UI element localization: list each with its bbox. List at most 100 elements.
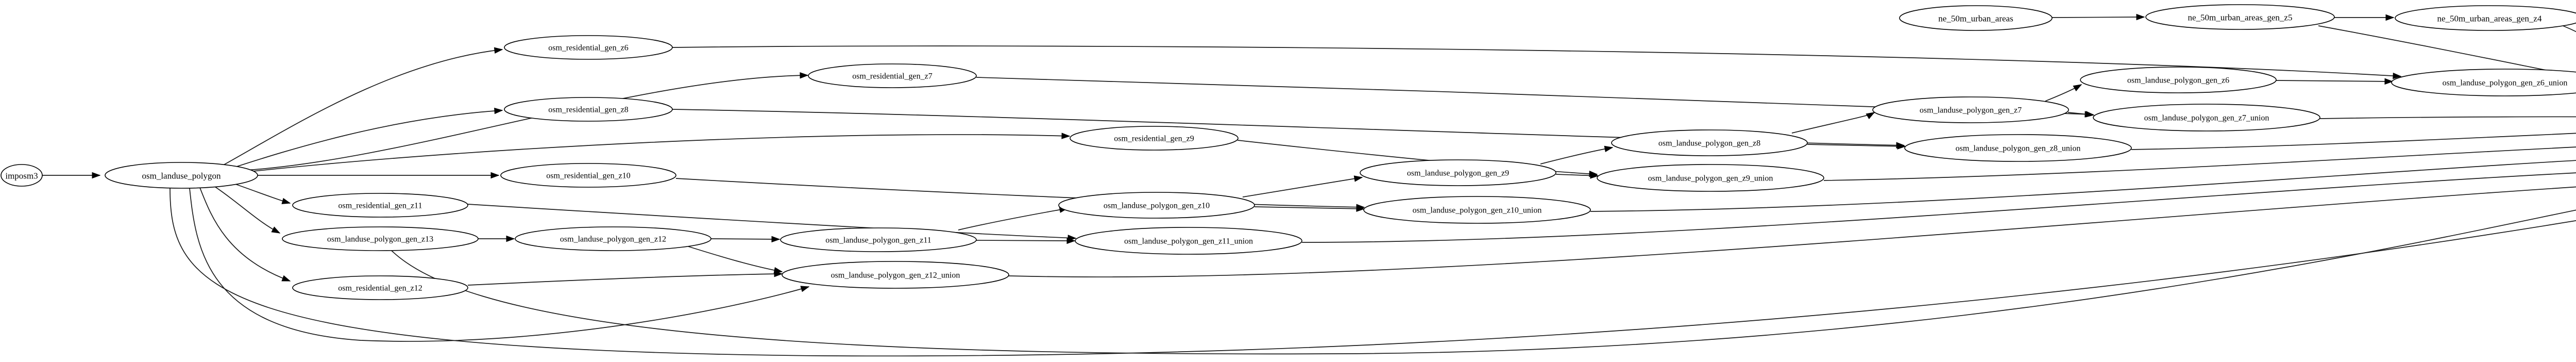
graph-node-osm_landuse_polygon[interactable]: osm_landuse_polygon [105, 162, 258, 189]
graph-node-osm_landuse_polygon_gen_z10[interactable]: osm_landuse_polygon_gen_z10 [1058, 192, 1255, 219]
graph-edge [1254, 205, 1365, 212]
edge-path [230, 182, 291, 204]
edge-path [958, 208, 1068, 231]
edge-arrowhead [92, 172, 101, 179]
node-ellipse [1872, 96, 2069, 123]
edge-path [1791, 112, 1875, 134]
edge-path [675, 178, 1365, 208]
node-label: osm_residential_gen_z6 [548, 44, 629, 53]
graph-node-osm_landuse_polygon_gen_z8_union[interactable]: osm_landuse_polygon_gen_z8_union [1904, 134, 2132, 162]
graph-edge [1301, 172, 2576, 243]
graph-edge [672, 45, 2402, 79]
graph-node-osm_residential_gen_z11[interactable]: osm_residential_gen_z11 [292, 193, 468, 218]
graph-node-osm_landuse_polygon_gen_z10_union[interactable]: osm_landuse_polygon_gen_z10_union [1363, 196, 1591, 224]
edge-arrowhead [2085, 111, 2095, 118]
edge-arrowhead [490, 172, 500, 179]
edge-arrowhead [1590, 172, 1599, 179]
node-label: osm_landuse_polygon_gen_z10_union [1413, 206, 1542, 215]
graph-node-osm_landuse_polygon_gen_z8[interactable]: osm_landuse_polygon_gen_z8 [1611, 129, 1808, 156]
node-label: osm_residential_gen_z11 [338, 202, 422, 210]
edge-path [688, 246, 783, 272]
node-label: osm_residential_gen_z9 [1114, 135, 1194, 143]
graph-edge [2318, 25, 2576, 77]
edge-arrowhead [281, 198, 291, 204]
node-label: ne_50m_urban_areas_gen_z5 [2188, 13, 2293, 23]
node-ellipse [515, 226, 711, 251]
edge-arrowhead [1604, 145, 1614, 152]
edge-path [1823, 146, 2576, 181]
graph-node-osm_landuse_polygon_gen_z7_union[interactable]: osm_landuse_polygon_gen_z7_union [2093, 104, 2320, 131]
edge-arrowhead [800, 286, 810, 292]
node-ellipse [292, 275, 468, 300]
edge-arrowhead [494, 107, 503, 114]
graph-edge [246, 72, 809, 171]
edge-arrowhead [2385, 14, 2395, 21]
graph-node-osm_landuse_polygon_gen_z13[interactable]: osm_landuse_polygon_gen_z13 [282, 226, 479, 251]
edge-arrowhead [1061, 133, 1071, 139]
node-label: osm_landuse_polygon_gen_z6 [2127, 76, 2229, 85]
edge-path [1540, 147, 1613, 164]
edge-path [1242, 177, 1363, 198]
node-ellipse [504, 35, 673, 60]
graph-edge [199, 187, 291, 282]
graph-node-ne_50m_urban_areas_gen_z4[interactable]: ne_50m_urban_areas_gen_z4 [2395, 5, 2576, 31]
graph-node-osm_landuse_polygon_gen_z6[interactable]: osm_landuse_polygon_gen_z6 [2080, 67, 2277, 93]
edges-layer [42, 13, 2576, 357]
edge-path [2560, 24, 2576, 32]
graph-node-osm_residential_gen_z10[interactable]: osm_residential_gen_z10 [500, 163, 676, 188]
edge-path [391, 209, 2576, 355]
node-ellipse [2395, 5, 2576, 31]
node-label: ne_50m_urban_areas_gen_z4 [2437, 14, 2542, 24]
graph-node-osm_landuse_polygon_gen_z9_union[interactable]: osm_landuse_polygon_gen_z9_union [1597, 164, 1824, 192]
graph-node-imposm3[interactable]: imposm3 [1, 164, 43, 187]
graph-node-osm_landuse_polygon_gen_z9[interactable]: osm_landuse_polygon_gen_z9 [1360, 159, 1556, 186]
graph-node-osm_landuse_polygon_gen_z6_union[interactable]: osm_landuse_polygon_gen_z6_union [2391, 69, 2576, 96]
node-label: osm_landuse_polygon_gen_z13 [327, 235, 433, 244]
graph-edge [258, 172, 500, 179]
node-ellipse [1363, 196, 1591, 224]
node-label: osm_landuse_polygon_gen_z11 [825, 236, 931, 245]
graph-edge [170, 188, 2576, 357]
node-label: ne_50m_urban_areas [1938, 14, 2013, 24]
edge-path [2131, 133, 2576, 150]
graph-node-osm_residential_gen_z9[interactable]: osm_residential_gen_z9 [1070, 126, 1239, 151]
graph-edge [1590, 160, 2576, 212]
graph-node-osm_landuse_polygon_gen_z11_union[interactable]: osm_landuse_polygon_gen_z11_union [1075, 227, 1302, 255]
edge-path [672, 45, 2401, 77]
edge-path [2276, 80, 2393, 82]
node-label: osm_landuse_polygon_gen_z7 [1920, 106, 2022, 115]
edge-arrowhead [2136, 13, 2145, 21]
graph-node-osm_residential_gen_z8[interactable]: osm_residential_gen_z8 [504, 97, 673, 122]
graph-edge [688, 246, 783, 274]
edge-path [199, 187, 291, 282]
edge-path [467, 204, 1076, 239]
graph-node-osm_residential_gen_z7[interactable]: osm_residential_gen_z7 [808, 63, 977, 88]
graph-node-ne_50m_urban_areas_gen_z5[interactable]: ne_50m_urban_areas_gen_z5 [2145, 4, 2335, 30]
edge-path [1590, 160, 2576, 212]
graph-node-osm_residential_gen_z12[interactable]: osm_residential_gen_z12 [292, 275, 468, 300]
node-ellipse [1360, 159, 1556, 186]
edge-arrowhead [2073, 84, 2082, 92]
node-ellipse [105, 162, 258, 189]
graph-node-osm_landuse_polygon_gen_z12[interactable]: osm_landuse_polygon_gen_z12 [515, 226, 711, 251]
graph-edge [2045, 84, 2082, 102]
graph-edge [1540, 145, 1614, 164]
edge-arrowhead [1066, 237, 1076, 244]
graph-node-ne_50m_urban_areas[interactable]: ne_50m_urban_areas [1899, 5, 2053, 31]
edge-path [467, 273, 783, 286]
node-ellipse [1611, 129, 1808, 156]
graph-node-osm_landuse_polygon_gen_z11[interactable]: osm_landuse_polygon_gen_z11 [780, 227, 977, 252]
nodes-layer: imposm3 osm_landuse_polygon osm_residentia… [1, 4, 2576, 300]
edge-arrowhead [1356, 205, 1365, 212]
graph-edge [2067, 111, 2095, 118]
node-label: osm_landuse_polygon_gen_z8 [1658, 139, 1760, 148]
edge-arrowhead [494, 47, 503, 54]
graph-node-osm_residential_gen_z6[interactable]: osm_residential_gen_z6 [504, 35, 673, 60]
graph-edge [2319, 116, 2576, 119]
node-ellipse [2391, 69, 2576, 96]
edge-path [170, 188, 2576, 357]
node-ellipse [500, 163, 676, 188]
edge-path [1301, 172, 2576, 243]
graph-node-osm_landuse_polygon_gen_z12_union[interactable]: osm_landuse_polygon_gen_z12_union [782, 261, 1009, 289]
graph-node-osm_landuse_polygon_gen_z7[interactable]: osm_landuse_polygon_gen_z7 [1872, 96, 2069, 123]
